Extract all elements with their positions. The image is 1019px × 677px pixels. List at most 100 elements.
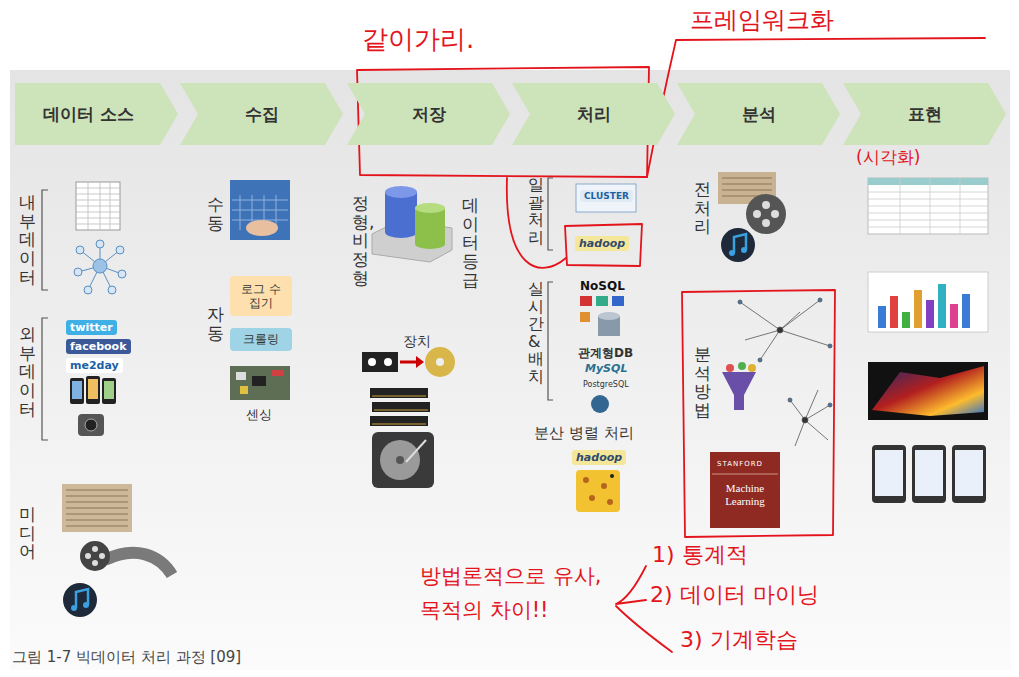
figure-caption: 그림 1-7 빅데이터 처리 과정 [09] [12, 648, 241, 667]
label-holder: 일괄 처리 [528, 176, 544, 246]
bracket [42, 178, 553, 440]
table-chart [868, 178, 988, 185]
database-icon [385, 186, 417, 198]
tool-box: 로그 수집기 [230, 276, 292, 316]
logo-text: hadoop [575, 236, 629, 251]
storage-device [372, 402, 430, 412]
bracket [548, 282, 553, 400]
sensor-board [230, 366, 290, 400]
network-icon [76, 246, 84, 254]
giraffe-icon [610, 474, 614, 478]
label-holder: 방법론적으로 유사, 목적의 차이!! [420, 560, 610, 627]
storage-device [372, 396, 426, 397]
bar-chart [914, 290, 922, 328]
bar-chart [962, 294, 970, 328]
book-text: Machine Learning [717, 482, 773, 507]
preprocess-icons [762, 201, 770, 209]
sensor-board [230, 366, 290, 400]
network-icon [74, 240, 126, 294]
newspaper-icon [66, 490, 128, 526]
book-text: STANFORD [717, 460, 763, 468]
funnel-icon [726, 364, 734, 372]
logo-text: facebook [66, 339, 131, 354]
book-icon [712, 474, 778, 475]
label-holder: 장치 [403, 333, 431, 351]
label-holder: NoSQL [580, 279, 625, 293]
phone-screens [872, 445, 986, 503]
tool-box: 크롤링 [230, 328, 292, 351]
table-chart [868, 178, 988, 234]
phone-icon [70, 376, 116, 404]
surface-plot [868, 362, 988, 420]
newspaper-icon [62, 484, 132, 532]
vertical-label: 분석 방법 [694, 345, 711, 420]
label-holder: 분산 병렬 처리 [534, 424, 634, 443]
spreadsheet-icon [76, 182, 120, 230]
table-chart [868, 178, 988, 234]
chevron-shape [15, 83, 178, 145]
label-holder: 센싱 [246, 406, 272, 424]
bracket [548, 178, 553, 250]
label-holder: twitter [66, 320, 117, 335]
chevron-shape [180, 83, 343, 145]
item-label: 분산 병렬 처리 [534, 424, 634, 443]
label-holder: 수동 [207, 195, 224, 232]
preprocess-icons [753, 210, 761, 218]
database-icon [372, 186, 452, 262]
db-icons [598, 312, 620, 320]
preprocess-icons [771, 210, 779, 218]
storage-device [372, 424, 426, 425]
camera-icon [85, 419, 97, 431]
logo-text: me2day [66, 358, 123, 373]
handwritten-note: 같이가리. [362, 22, 474, 57]
book-icon [710, 452, 780, 528]
phone-screens [872, 445, 906, 503]
label-holder: Machine Learning [717, 482, 773, 507]
label-holder: 실시간 & 배치 [528, 280, 544, 386]
label-holder: CLUSTER [580, 190, 633, 202]
node-text: 분석 [742, 103, 776, 126]
giraffe-icon [607, 499, 613, 505]
stage-chevron: 분석 [677, 83, 840, 145]
book-icon [710, 452, 780, 528]
bracket [42, 318, 48, 440]
handwritten-note: 프레임워크화 [690, 4, 834, 36]
label-holder: hadoop [572, 450, 626, 465]
handwritten-mark [616, 566, 672, 652]
preprocess-icons [722, 178, 772, 196]
storage-device [362, 347, 455, 488]
storage-device [372, 432, 434, 488]
item-label: 장치 [403, 333, 431, 351]
node-text: 크롤링 [243, 332, 279, 346]
label-holder: 외부 데이터 [19, 325, 36, 418]
stage-chevron: 데이터 소스 [15, 83, 178, 145]
analysis-graph [802, 417, 808, 423]
music-icon [63, 583, 97, 617]
network-icon [108, 286, 116, 294]
label-holder: 자동 [207, 305, 224, 342]
vertical-label: 외부 데이터 [19, 325, 36, 418]
film-icon [85, 553, 91, 559]
bar-chart [926, 300, 934, 328]
storage-device [384, 358, 392, 366]
phone-screens [955, 450, 983, 496]
stage-chevron: 저장 [347, 83, 510, 145]
logo-text: CLUSTER [580, 190, 633, 202]
analysis-graph [828, 344, 832, 348]
film-icon [105, 553, 172, 575]
giraffe-icon [589, 495, 595, 501]
cluster-icon [576, 184, 636, 212]
bar-chart [902, 312, 910, 328]
phone-icon [102, 378, 116, 404]
background-panel [10, 70, 1010, 670]
bar-chart [938, 284, 946, 328]
vertical-label: 데이터 등급 [462, 196, 479, 289]
label-holder: 분석 방법 [694, 345, 711, 420]
spreadsheet-icon [76, 182, 120, 230]
analysis-graph [828, 403, 832, 407]
music-icon [71, 605, 77, 611]
label-holder: (시각화) [856, 146, 920, 169]
label-holder: 미디어 [19, 505, 36, 561]
label-holder: STANFORD [717, 460, 763, 468]
